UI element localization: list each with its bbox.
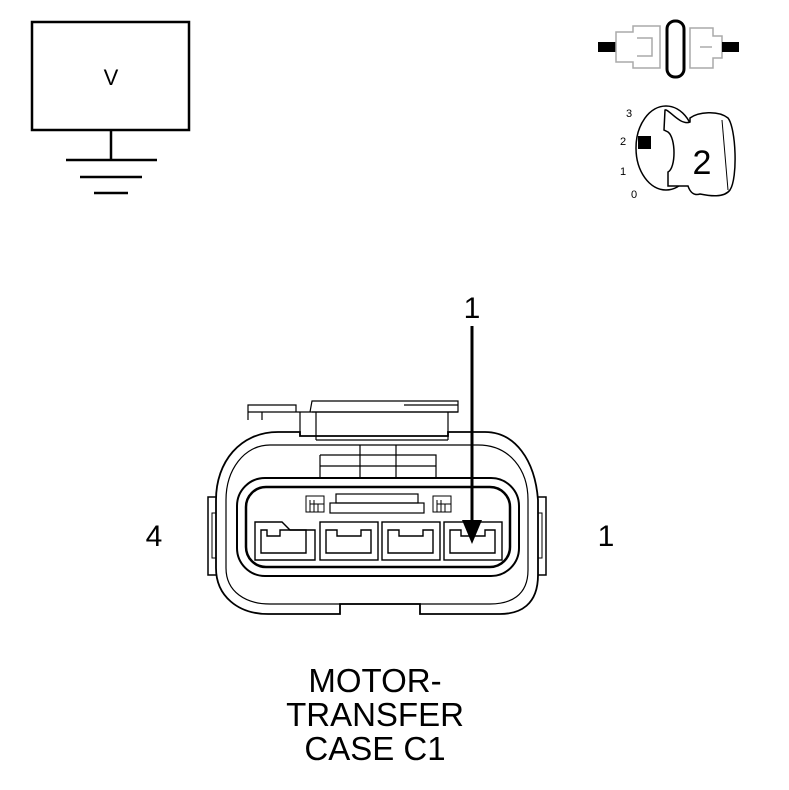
voltmeter-symbol: V (30, 20, 191, 195)
connector-name: MOTOR- TRANSFER CASE C1 (230, 664, 520, 766)
pin-1-pointer-arrow (462, 326, 482, 544)
connector-right-end-label: 1 (598, 520, 615, 553)
ignition-selected-marker (638, 136, 651, 149)
ignition-switch-icon: 3 2 1 0 2 (620, 105, 736, 201)
pin-cavity-4 (254, 521, 316, 561)
connector-outer-shell (215, 431, 539, 615)
ignition-position-2: 2 (620, 136, 626, 148)
disconnect-connector-icon (598, 19, 739, 79)
pin-cavity-3 (319, 521, 379, 561)
connector-face (207, 400, 547, 615)
connector-left-end-label: 4 (146, 520, 163, 553)
ignition-selected-position: 2 (693, 144, 712, 182)
connector-cavity-inner (244, 485, 512, 569)
ignition-position-3: 3 (626, 108, 632, 120)
voltmeter-label: V (104, 65, 119, 90)
pin-pointer-label: 1 (464, 292, 481, 325)
key-icon (635, 105, 736, 197)
connector-name-line-1: MOTOR- (308, 662, 442, 699)
ignition-position-1: 1 (620, 166, 626, 178)
connector-cavity-outer (236, 477, 520, 577)
key-mark-left (305, 495, 325, 513)
ground-icon (66, 130, 157, 195)
connector-name-line-2: TRANSFER (286, 696, 464, 733)
ignition-position-0: 0 (631, 189, 637, 201)
key-mark-right (432, 495, 452, 513)
connector-name-line-3: CASE C1 (304, 730, 446, 767)
pin-cavity-2 (381, 521, 441, 561)
